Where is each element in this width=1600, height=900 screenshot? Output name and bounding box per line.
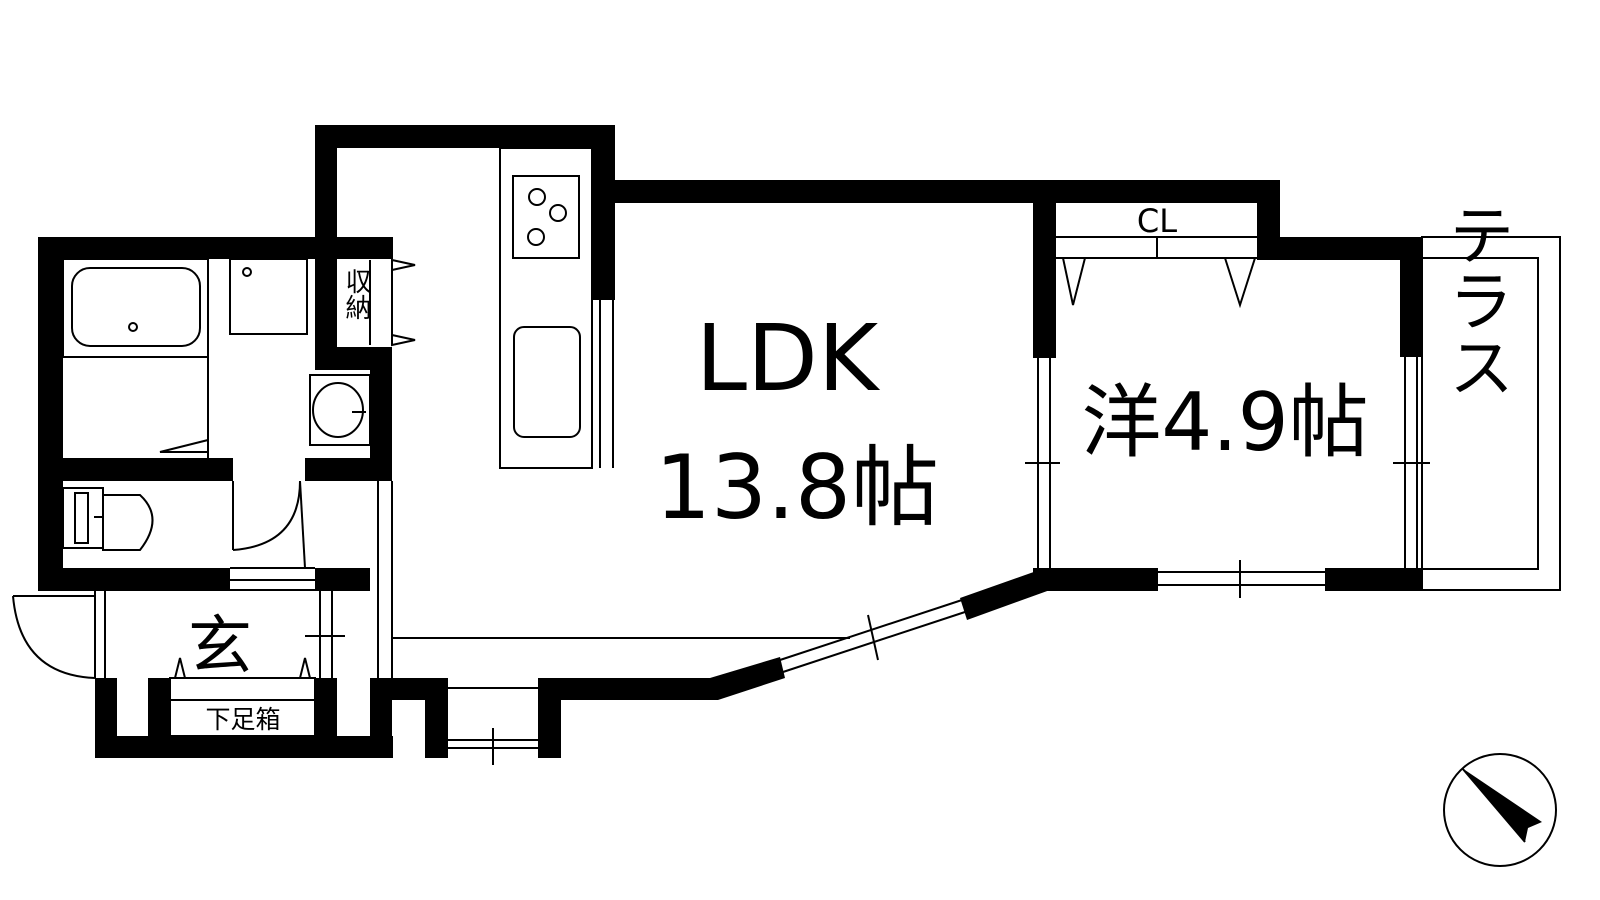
fixtures	[12, 147, 1561, 765]
ldk-name-label: LDK	[696, 305, 881, 412]
storage-label: 収納	[341, 268, 371, 320]
compass-arrow-icon	[1462, 768, 1542, 842]
closet-label: CL	[1137, 202, 1177, 240]
room-labels: LDK 13.8帖 洋4.9帖 CL テラス 収納 玄 下足箱	[188, 201, 1515, 734]
entrance-label: 玄	[188, 610, 252, 684]
western-room-label: 洋4.9帖	[1081, 376, 1368, 469]
ldk-size-label: 13.8帖	[655, 436, 939, 539]
terrace-label: テラス	[1438, 201, 1515, 399]
compass	[1443, 753, 1557, 867]
shoe-box-label: 下足箱	[205, 705, 280, 734]
walls	[38, 125, 1422, 758]
compass-ring	[1443, 753, 1557, 867]
